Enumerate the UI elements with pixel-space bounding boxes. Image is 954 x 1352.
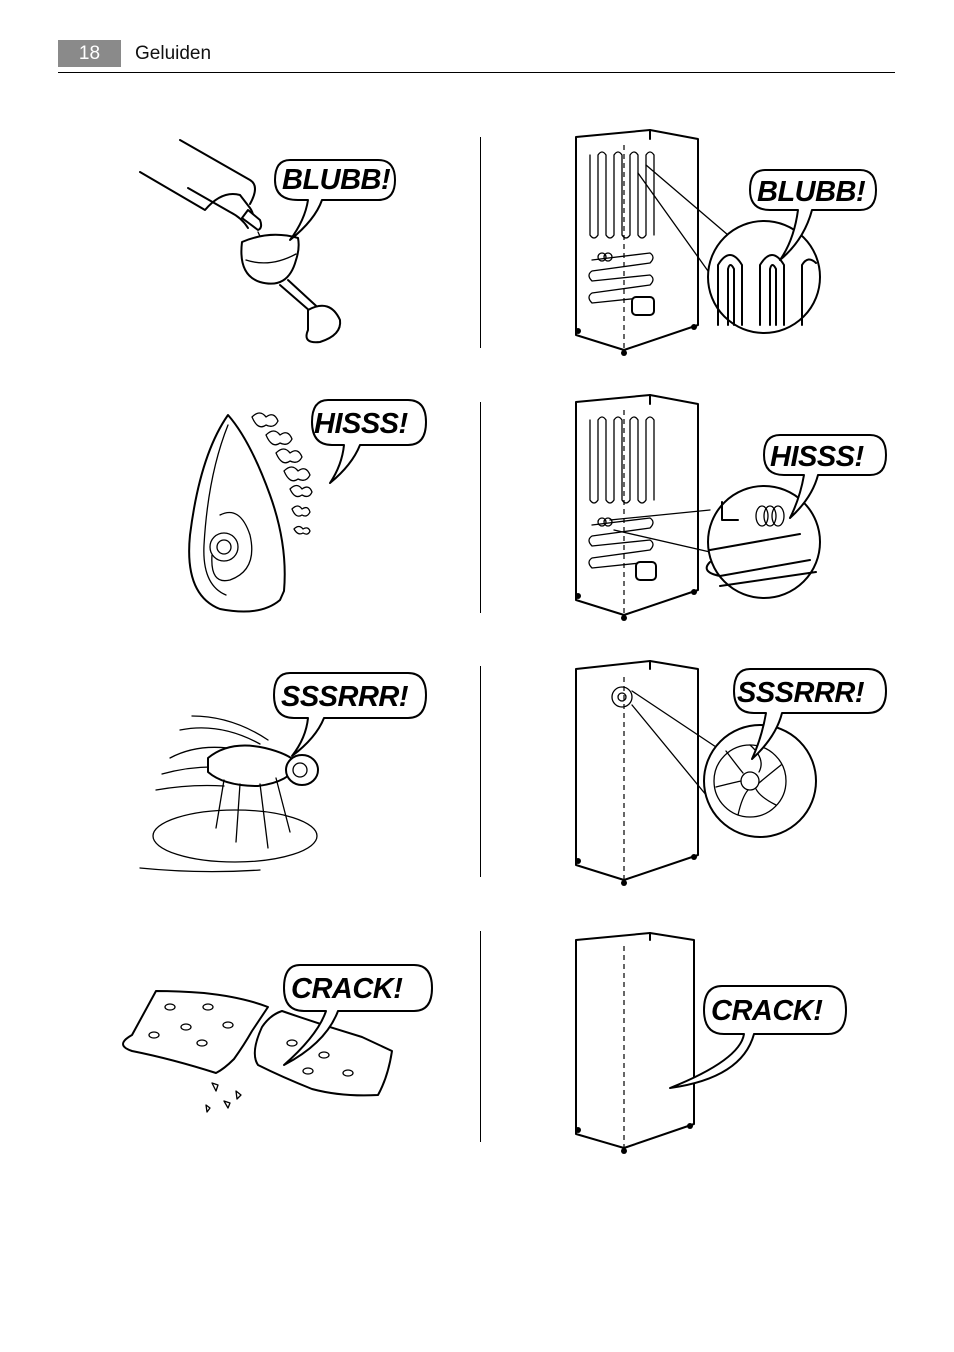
wine-bottle-icon (139, 139, 263, 231)
steam-puffs-icon (251, 412, 313, 535)
sound-label-sssrrr-right: SSSRRR! (737, 677, 865, 709)
page-number: 18 (58, 40, 121, 67)
column-divider-row-4 (480, 931, 481, 1142)
section-title: Geluiden (135, 43, 212, 64)
fan-closeup-icon (703, 724, 817, 838)
sound-label-crack-right: CRACK! (711, 995, 823, 1027)
cracker-icon (122, 990, 393, 1113)
page-header: 18 Geluiden (58, 40, 895, 73)
column-divider-row-2 (480, 402, 481, 613)
column-divider-row-3 (480, 666, 481, 877)
fly-icon (139, 715, 319, 873)
wine-pour-illustration: BLUBB! (139, 139, 396, 344)
fridge-front-icon (575, 660, 699, 886)
wine-glass-icon (240, 233, 342, 344)
fridge-compressor-illustration: HISSS! (575, 394, 887, 621)
sound-label-hisss-left: HISSS! (314, 408, 409, 440)
sound-label-hisss-right: HISSS! (770, 441, 865, 473)
sound-label-blubb-right: BLUBB! (757, 176, 866, 208)
fly-illustration: SSSRRR! (139, 672, 427, 873)
fridge-fan-illustration: SSSRRR! (575, 660, 887, 886)
cracker-illustration: CRACK! (122, 964, 433, 1113)
fridge-cabinet-icon (575, 932, 695, 1154)
steam-iron-illustration: HISSS! (188, 399, 427, 613)
coil-closeup-icon (707, 220, 821, 334)
fridge-rear-icon (575, 129, 699, 356)
sound-label-crack-left: CRACK! (291, 973, 403, 1005)
sound-label-sssrrr-left: SSSRRR! (281, 681, 409, 713)
fridge-cabinet-illustration: CRACK! (575, 932, 847, 1154)
column-divider-row-1 (480, 137, 481, 348)
sound-label-blubb-left: BLUBB! (282, 164, 391, 196)
fridge-coil-illustration: BLUBB! (575, 129, 877, 356)
fridge-rear-icon-2 (575, 394, 699, 621)
iron-icon (188, 414, 286, 613)
